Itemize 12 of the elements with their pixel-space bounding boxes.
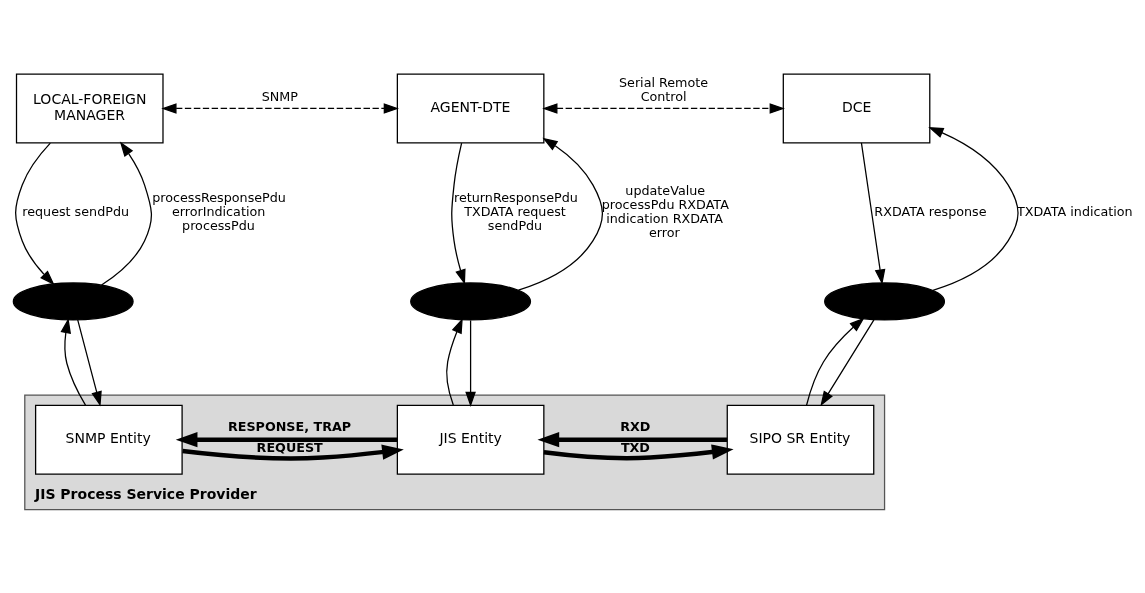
edge-label: processResponsePdu errorIndication processPdu <box>152 189 286 233</box>
edge-label: request sendPdu <box>22 203 130 219</box>
edge-label: RESPONSE, TRAP <box>227 418 352 434</box>
edge-label: REQUEST <box>256 439 323 455</box>
edge-label: TXD <box>620 439 650 455</box>
edge-label: RXDATA response <box>874 203 987 219</box>
edge-label: returnResponsePdu TXDATA request sendPdu <box>454 189 578 233</box>
edge-label: Serial Remote Control <box>618 74 709 104</box>
edge-label: TXDATA indication <box>1017 203 1133 219</box>
edge-label: RXD <box>620 418 651 434</box>
edge-label: SNMP <box>261 88 298 104</box>
edge-label: updateValue processPdu RXDATA indication RXDATA error <box>601 182 729 240</box>
